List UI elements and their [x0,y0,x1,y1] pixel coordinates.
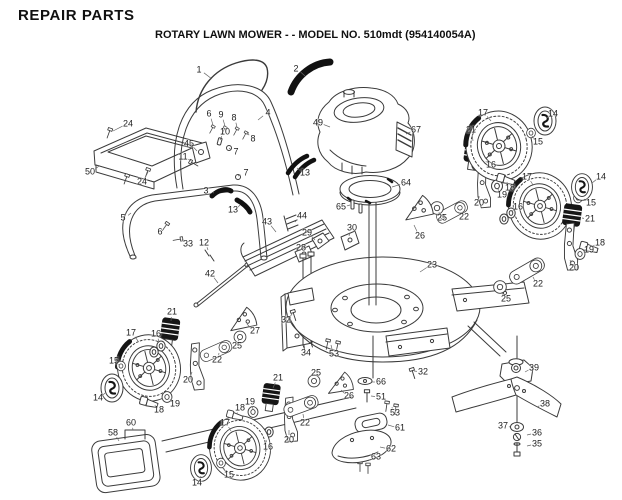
wheel-assembly-front-center [189,371,355,486]
lower-handle [122,184,268,262]
model-subtitle: ROTARY LAWN MOWER - - MODEL NO. 510mdt (… [155,29,476,41]
control-panel [93,127,208,190]
upper-handle [173,84,300,196]
height-adjust-rod [193,262,250,308]
grass-chute-panel [91,429,161,494]
deck [285,256,530,363]
mount-ring [339,175,401,214]
wheel-assembly-right [493,166,600,294]
blade-assembly [451,335,562,457]
page-title: REPAIR PARTS [18,7,135,24]
crankshaft-tube [357,196,377,403]
mulch-plug [331,412,392,464]
wheel-assembly-front-left [99,305,258,408]
engine-fan-bracket [402,193,435,221]
handle-grips [209,58,334,215]
bail-cable [195,59,269,113]
rear-door [240,219,335,277]
engine [317,87,415,175]
